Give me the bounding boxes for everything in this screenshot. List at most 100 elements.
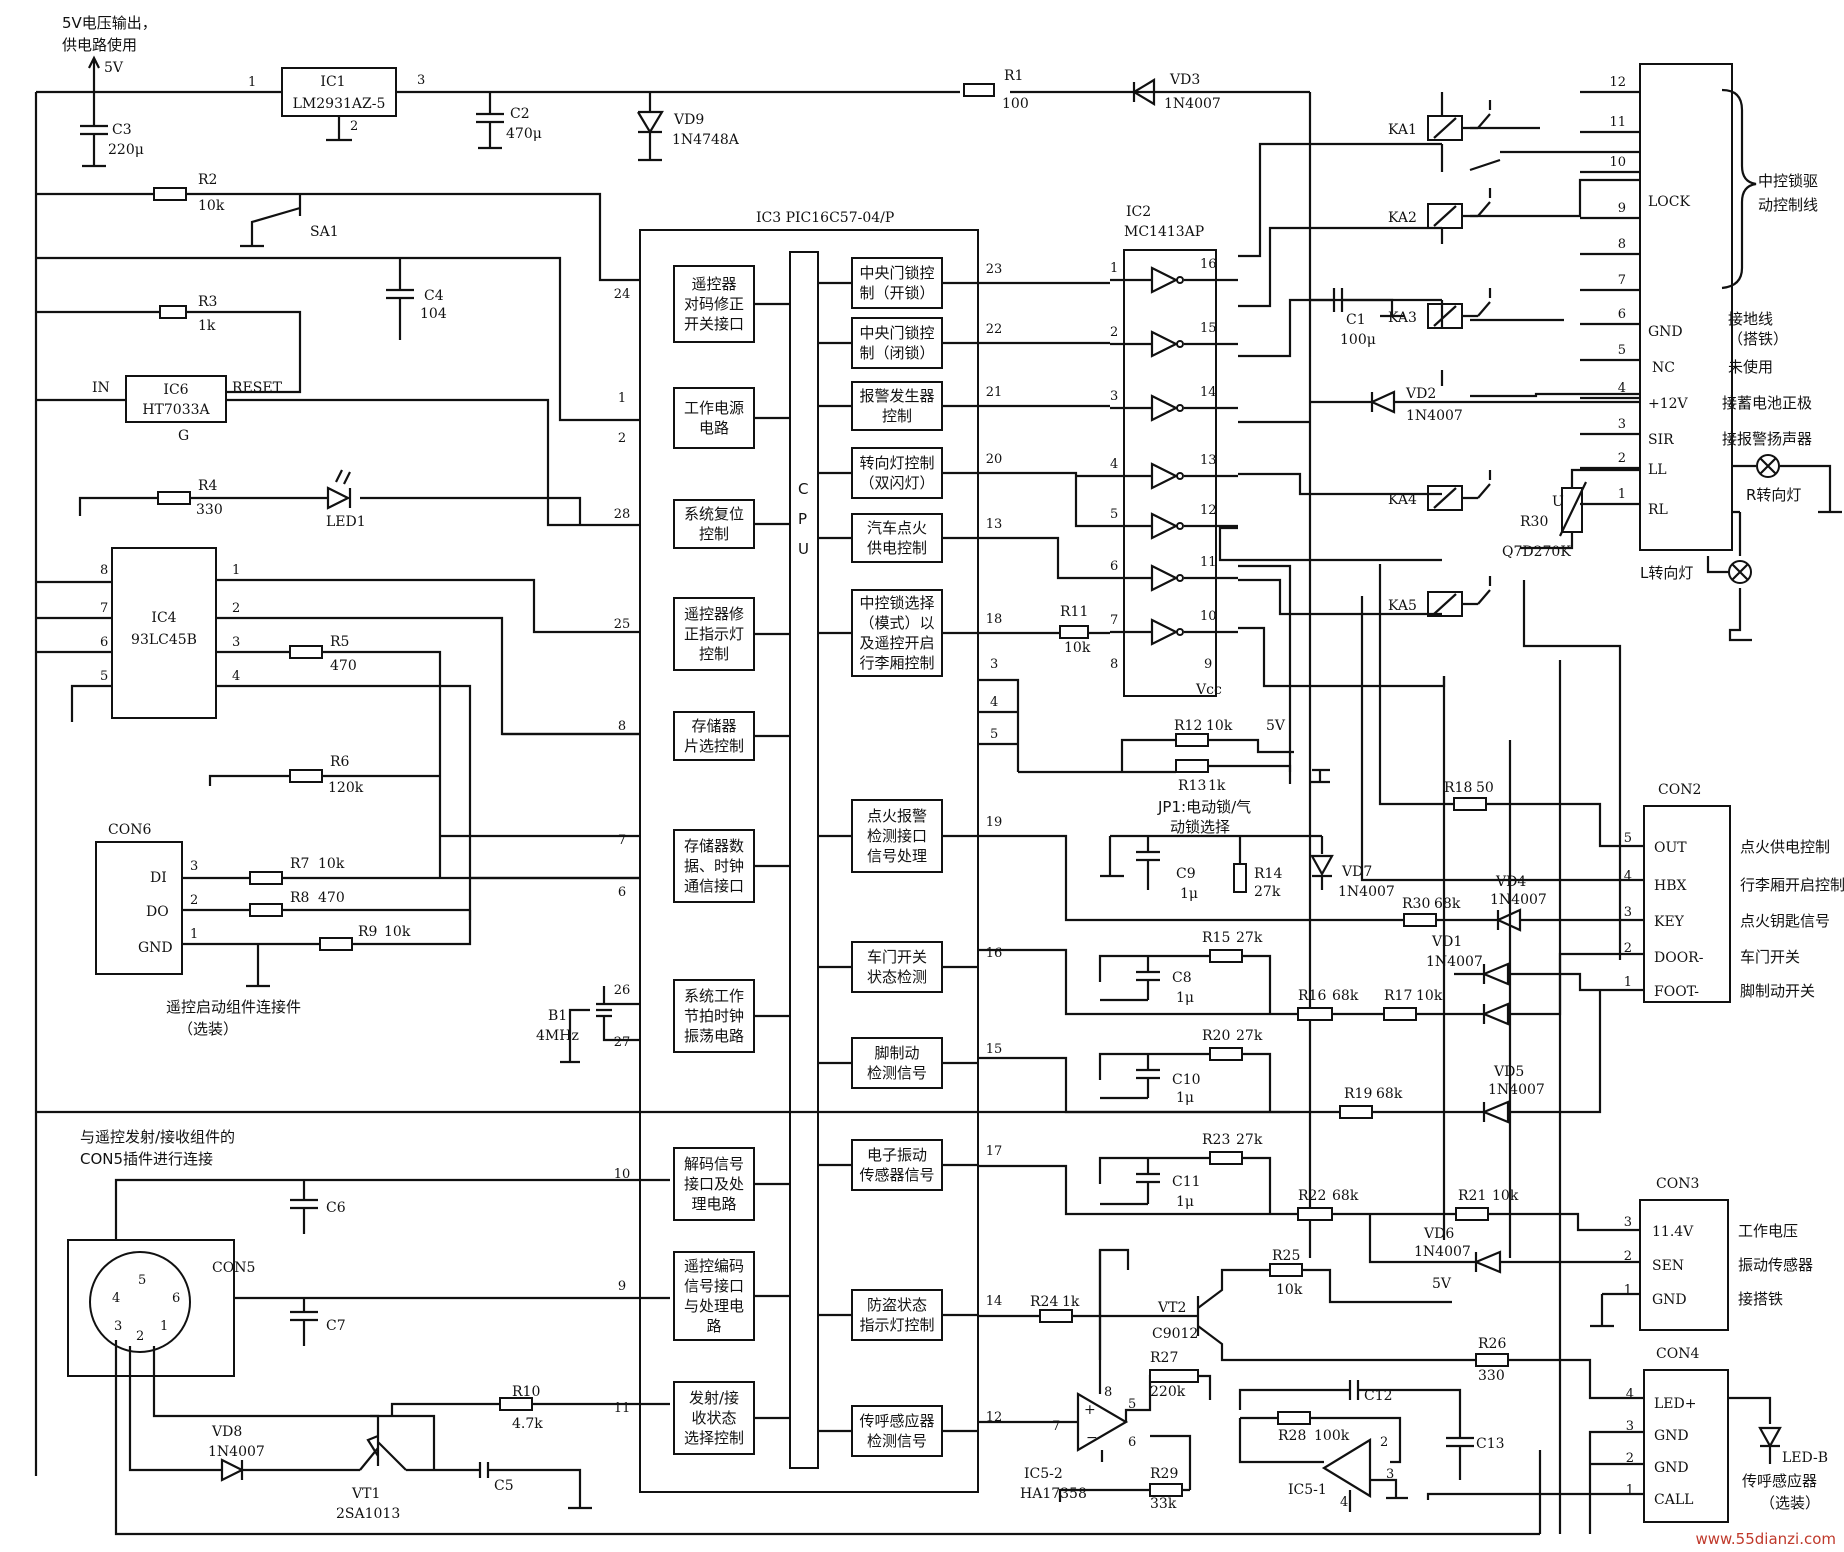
r30b-val: 68k [1434,896,1461,912]
relay-KA3-coil-mark [1433,305,1457,327]
ic3-right-block-11 [851,1289,943,1341]
r4-ref: R4 [198,478,218,494]
ic3-right-block-8 [851,941,943,993]
c2-symbol [476,92,504,150]
ic3-pin-16: 16 [986,946,1003,961]
ic2-buffer-dot-1 [1176,276,1184,284]
c12-label: C12 [1364,1388,1393,1404]
vd4-symbol [1436,908,1644,932]
r26-symbol [1475,1353,1509,1367]
r19-val: 68k [1376,1086,1403,1102]
r10-val: 4.7k [512,1416,543,1432]
r5-symbol [289,645,323,659]
lock-ll-label: LL [1648,462,1667,478]
ic3-left-block-3 [673,499,755,549]
con3-num-1: 1 [1624,1283,1632,1298]
r29-val: 33k [1150,1496,1177,1512]
ic4-pin-6: 6 [100,635,108,650]
ic5-2-wires [978,1250,1212,1502]
ic4-box [111,547,217,719]
ic3-pin-21: 21 [986,385,1003,400]
relay-KA1-coil-mark [1433,117,1457,139]
lock-12v-label: +12V [1648,396,1689,412]
ic3-right-block-10 [851,1139,943,1191]
ic3-left-block-9 [673,1251,755,1341]
b1-ref: B1 [548,1008,567,1024]
r7-ref: R7 [290,856,309,872]
con4-num-4: 4 [1626,1387,1634,1402]
ic3-left-block-9-text: 信号接口 [684,1277,744,1295]
ic2-in-pin-4: 4 [1110,457,1118,472]
c3-val: 220μ [108,142,144,158]
lock-nc-label: NC [1652,360,1675,376]
ic3-left-block-10-text: 选择控制 [684,1429,744,1447]
relay-KA3-contact [1462,288,1492,318]
con4-pin-2: GND [1654,1428,1689,1444]
l-lamp-label: L转向灯 [1640,564,1693,582]
relay-KA5-label: KA5 [1388,598,1417,614]
c2-val: 470μ [506,126,542,142]
r3-symbol [159,305,187,319]
ic3-right-block-6-text: （模式）以 [859,614,934,632]
ic3-right-block-2-text: 制（闭锁） [859,344,934,362]
c10-val: 1μ [1176,1090,1194,1106]
ic5-2-pin-7: 7 [1052,1419,1060,1434]
con2-hbx-wire [1360,596,1644,882]
l-lamp-cross [1731,563,1749,581]
ic2-in-pin-1: 1 [1110,261,1118,276]
r20-val: 27k [1236,1028,1263,1044]
ic3-left-block-1-text: 遥控器 [691,275,736,293]
con5-pins: 5 4 6 3 2 1 [112,1273,180,1344]
lock-pin-4: 4 [1618,381,1626,396]
vd9-ref: VD9 [673,112,704,128]
r14-val: 27k [1254,884,1281,900]
ic4-pin-8: 8 [100,563,108,578]
ic3-pin-28: 28 [614,507,631,522]
con6-caption-2: （选装） [178,1020,238,1038]
ic3-left-block-6-text: 存储器数 [684,837,744,855]
r17-ref: R17 [1384,988,1412,1004]
r12-val: 10k [1206,718,1233,734]
r25-symbol [1269,1263,1303,1277]
ic3-pin-7: 7 [618,833,626,848]
r8-symbol [249,903,283,917]
r23-val: 27k [1236,1132,1263,1148]
r18-symbol [1453,797,1487,811]
ic6-in: IN [92,380,110,396]
con4-num-3: 3 [1626,1419,1634,1434]
ic3-left-block-4-text: 正指示灯 [684,625,744,643]
r1-ref: R1 [1004,68,1023,84]
c4-ref: C4 [424,288,444,304]
con4-num-1: 1 [1626,1483,1634,1498]
con3-num-2: 2 [1624,1249,1632,1264]
r19-symbol [1339,1105,1373,1119]
r19-ref: R19 [1344,1086,1372,1102]
ic3-right-block-11-text: 指示灯控制 [859,1316,934,1334]
vd6-symbol [1368,1214,1640,1328]
con5-circle [89,1251,191,1353]
ic3-left-block-8-text: 理电路 [691,1195,736,1213]
r15-val: 27k [1236,930,1263,946]
c6-label: C6 [326,1200,346,1216]
ic2-buffer-dot-6 [1176,574,1184,582]
ic3-pin-1: 1 [618,391,626,406]
con3-note-1: 工作电压 [1738,1222,1798,1240]
relay-KA5-coil-mark [1433,593,1457,615]
ic2-buffer-dot-7 [1176,628,1184,636]
r25-5v: 5V [1432,1276,1452,1292]
r8-val: 470 [318,890,345,906]
vd5-part: 1N4007 [1488,1082,1545,1098]
ic6-g: G [178,428,189,444]
ic3-pin-13: 13 [986,517,1003,532]
ic3-right-block-10-text: 电子振动 [867,1146,927,1164]
lock-brace [1721,88,1757,290]
ic3-left-block-7 [673,979,755,1053]
ic3-right-block-5-text: 汽车点火 [867,519,927,537]
vd2-symbol [1310,390,1640,414]
l-lamp: L转向灯 [1640,560,1752,584]
r26-ref: R26 [1478,1336,1506,1352]
ic3-right-blocks: 中央门锁控制（开锁）23中央门锁控制（闭锁）22报警发生器控制21转向灯控制（双… [818,257,1003,1457]
con5-pin-5: 5 [138,1273,146,1288]
